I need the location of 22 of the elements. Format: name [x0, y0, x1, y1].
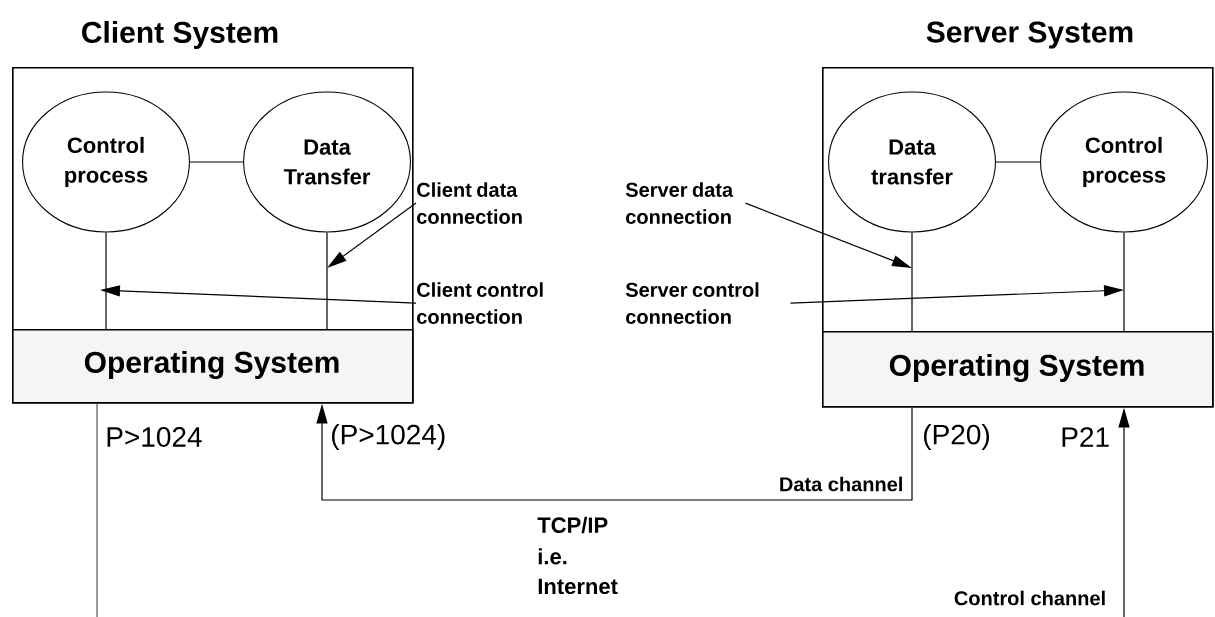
port-label: P21 [1062, 427, 1109, 447]
system-heading: Server System [926, 21, 1133, 49]
port-label: P>1024 [107, 427, 202, 447]
connector-line [105, 231, 107, 330]
port-label: (P>1024) [332, 423, 445, 451]
connector-line [995, 161, 1041, 163]
connector-line [326, 231, 328, 330]
os-box: Operating System [12, 329, 414, 404]
edge-label: Data channel [777, 475, 905, 493]
edge-label: Control channel [952, 589, 1108, 607]
callout-text: Client control connection [417, 282, 543, 324]
callout-text: Client data connection [417, 182, 522, 224]
network-label: i.e. Internet [538, 548, 618, 595]
connector-line [1123, 231, 1125, 332]
port-label: (P20) [924, 423, 989, 451]
network-label: TCP/IP [537, 516, 608, 534]
callout-text: Server control connection [625, 282, 759, 324]
callout-text: Server data connection [625, 182, 734, 224]
connector-line [189, 161, 244, 163]
system-heading: Client System [82, 21, 278, 49]
connector-line [911, 231, 913, 332]
os-box: Operating System [822, 331, 1214, 408]
